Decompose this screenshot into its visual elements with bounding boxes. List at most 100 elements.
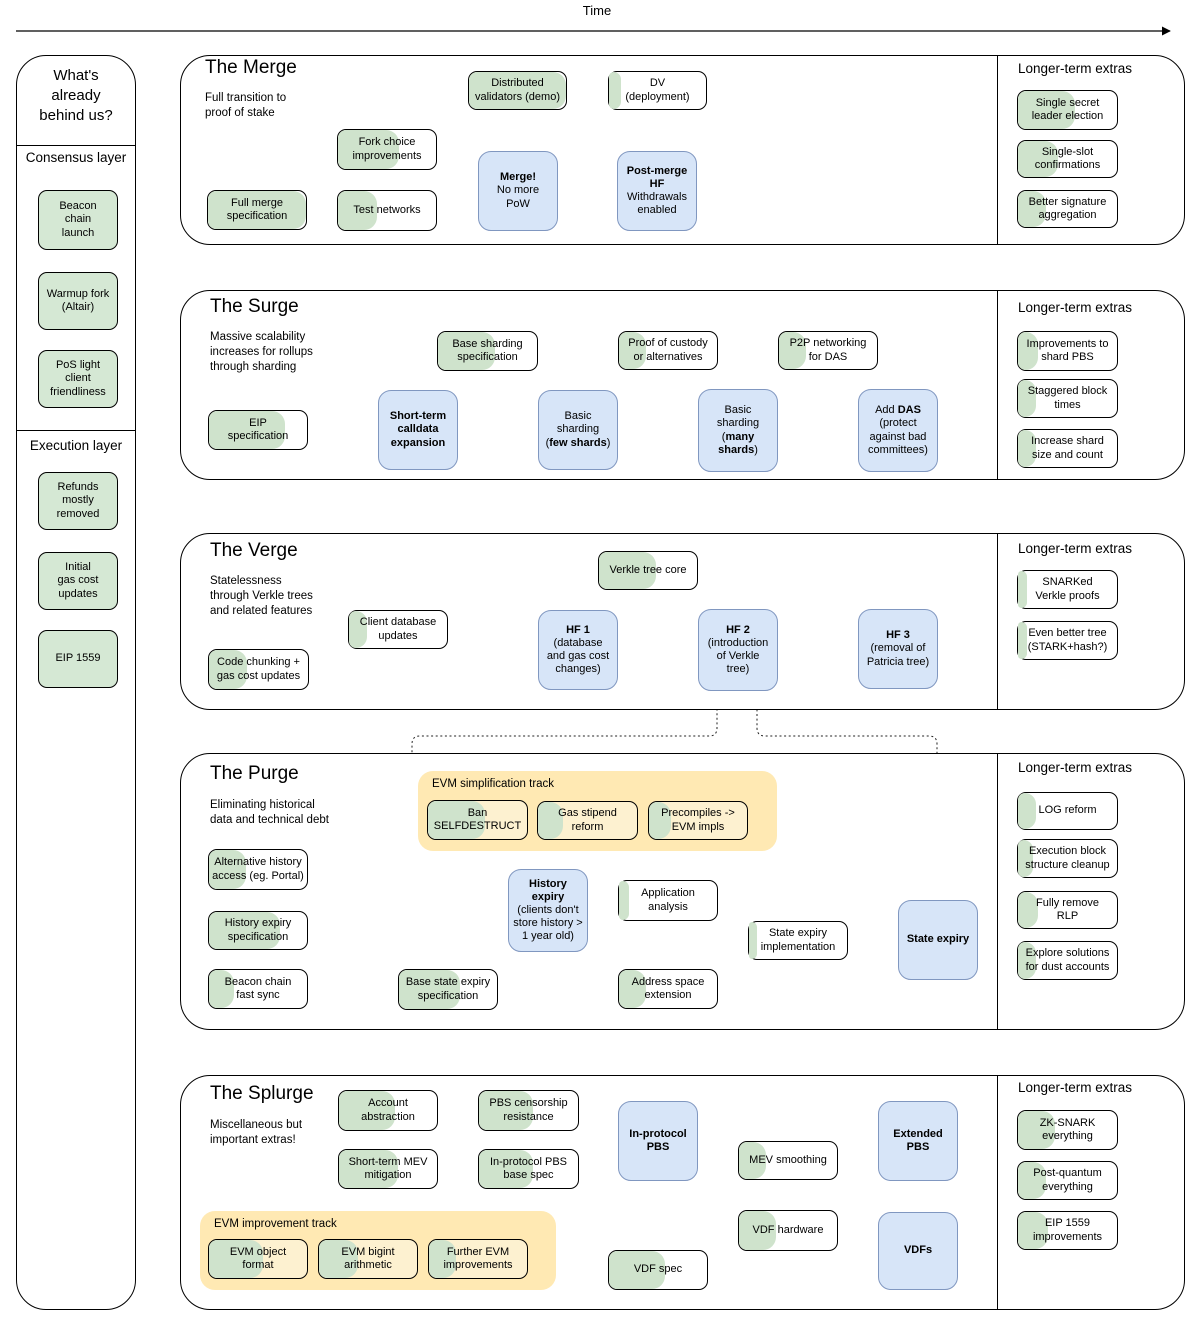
base-sharding-specification-label: Base sharding specification — [452, 337, 523, 363]
vdfs-label: VDFs — [903, 1244, 933, 1257]
the-splurge-subtitle: Miscellaneous but important extras! — [210, 1119, 303, 1146]
application-analysis-label: Application analysis — [641, 887, 695, 913]
beacon-chain-launch-label: Beacon chain launch — [59, 200, 97, 239]
base-state-expiry-specification: Base state expiry specification — [398, 969, 498, 1010]
mev-smoothing-label: MEV smoothing — [749, 1153, 827, 1166]
post-quantum-everything-progress — [1018, 1162, 1046, 1199]
refunds-mostly-removed: Refunds mostly removed — [38, 472, 118, 530]
the-verge-subtitle: Statelessness through Verkle trees and r… — [210, 575, 313, 617]
the-merge-subtitle: Full transition to proof of stake — [205, 92, 287, 119]
eip-specification-label: EIP specification — [227, 416, 289, 442]
verkle-tree-core-label: Verkle tree core — [609, 563, 687, 576]
post-quantum-everything: Post-quantum everything — [1017, 1161, 1118, 1200]
eip-1559-improvements-progress — [1018, 1212, 1048, 1249]
evm-improvement-track-label: EVM improvement track — [214, 1218, 337, 1230]
evm-object-format-label: EVM object format — [229, 1245, 287, 1271]
vdfs: VDFs — [878, 1212, 958, 1290]
short-term-mev-mitigation-progress — [339, 1150, 398, 1188]
history-expiry-specification: History expiry specification — [208, 911, 308, 950]
warmup-fork-altair: Warmup fork (Altair) — [38, 272, 118, 330]
mev-smoothing-progress — [739, 1142, 767, 1179]
snarked-verkle-proofs-progress — [1018, 571, 1027, 608]
log-reform-label: LOG reform — [1038, 804, 1097, 817]
in-protocol-pbs-base-spec: In-protocol PBS base spec — [478, 1149, 579, 1189]
further-evm-improvements-progress — [429, 1240, 457, 1278]
distributed-validators-demo-progress — [469, 72, 566, 109]
p2p-networking-for-das: P2P networking for DAS — [778, 331, 878, 370]
the-merge-title: The Merge — [205, 57, 297, 78]
sidebar-group-label-1: Execution layer — [29, 438, 123, 453]
client-database-updates-label: Client database updates — [359, 616, 437, 642]
test-networks: Test networks — [337, 190, 437, 231]
increase-shard-size-and-count-progress — [1018, 430, 1036, 467]
application-analysis-progress — [619, 881, 629, 920]
pos-light-client-friendliness: PoS light client friendliness — [38, 350, 118, 408]
base-state-expiry-specification-progress — [399, 970, 460, 1009]
eip-specification-progress — [209, 411, 286, 449]
increase-shard-size-and-count-label: Increase shard size and count — [1031, 435, 1104, 461]
account-abstraction: Account abstraction — [338, 1090, 438, 1131]
mev-smoothing: MEV smoothing — [738, 1141, 838, 1180]
warmup-fork-altair-label: Warmup fork (Altair) — [46, 287, 110, 313]
fork-choice-improvements: Fork choice improvements — [337, 129, 437, 170]
ban-selfdestruct-progress — [428, 801, 486, 839]
dv-deployment-label: DV (deployment) — [625, 77, 690, 103]
vdf-spec-label: VDF spec — [633, 1263, 683, 1276]
account-abstraction-progress — [339, 1091, 395, 1130]
code-chunking-gas-cost-updates: Code chunking + gas cost updates — [208, 649, 309, 690]
the-purge-subtitle: Eliminating historical data and technica… — [210, 799, 329, 826]
snarked-verkle-proofs-label: SNARKed Verkle proofs — [1035, 576, 1100, 602]
sidebar-divider-0 — [16, 145, 136, 146]
base-state-expiry-specification-label: Base state expiry specification — [405, 976, 491, 1002]
address-space-extension-progress — [619, 970, 647, 1008]
single-slot-confirmations-label: Single-slot confirmations — [1034, 145, 1101, 171]
execution-block-structure-cleanup-progress — [1018, 840, 1033, 877]
alternative-history-access-progress — [209, 850, 247, 889]
better-signature-aggregation-progress — [1018, 191, 1046, 227]
execution-block-structure-cleanup: Execution block structure cleanup — [1017, 839, 1118, 878]
further-evm-improvements-label: Further EVM improvements — [443, 1245, 513, 1271]
explore-solutions-for-dust-accounts: Explore solutions for dust accounts — [1017, 941, 1118, 980]
vdf-hardware-progress — [739, 1211, 777, 1250]
sidebar-title: What's already behind us? — [39, 67, 113, 124]
the-surge-extras-divider — [997, 290, 998, 480]
client-database-updates: Client database updates — [348, 610, 448, 649]
eip-1559-improvements: EIP 1559 improvements — [1017, 1211, 1118, 1250]
execution-block-structure-cleanup-label: Execution block structure cleanup — [1025, 845, 1110, 871]
application-analysis: Application analysis — [618, 880, 718, 921]
verkle-tree-core-progress — [599, 552, 656, 589]
state-expiry: State expiry — [898, 900, 978, 980]
client-database-updates-progress — [349, 611, 367, 648]
account-abstraction-label: Account abstraction — [361, 1097, 415, 1123]
the-purge-extras-divider — [997, 753, 998, 1030]
beacon-chain-launch: Beacon chain launch — [38, 190, 118, 250]
code-chunking-gas-cost-updates-label: Code chunking + gas cost updates — [216, 656, 301, 682]
state-expiry-implementation-progress — [749, 922, 757, 959]
base-sharding-specification: Base sharding specification — [437, 331, 538, 371]
zk-snark-everything-label: ZK-SNARK everything — [1039, 1116, 1096, 1142]
sidebar-divider-1 — [16, 430, 136, 431]
post-quantum-everything-label: Post-quantum everything — [1033, 1167, 1102, 1193]
in-protocol-pbs-base-spec-label: In-protocol PBS base spec — [489, 1155, 568, 1181]
precompiles-to-evm-impls-label: Precompiles -> EVM impls — [661, 807, 735, 833]
proof-of-custody-or-alternatives-progress — [619, 332, 647, 369]
the-merge-extras-title: Longer-term extras — [1018, 61, 1133, 76]
dv-deployment-progress — [609, 72, 621, 109]
distributed-validators-demo-label: Distributed validators (demo) — [475, 77, 560, 103]
address-space-extension-label: Address space extension — [631, 975, 705, 1001]
initial-gas-cost-updates: Initial gas cost updates — [38, 552, 118, 610]
gas-stipend-reform: Gas stipend reform — [537, 801, 638, 840]
alternative-history-access: Alternative history access (eg. Portal) — [208, 849, 308, 890]
eip-1559-label: EIP 1559 — [55, 652, 101, 665]
